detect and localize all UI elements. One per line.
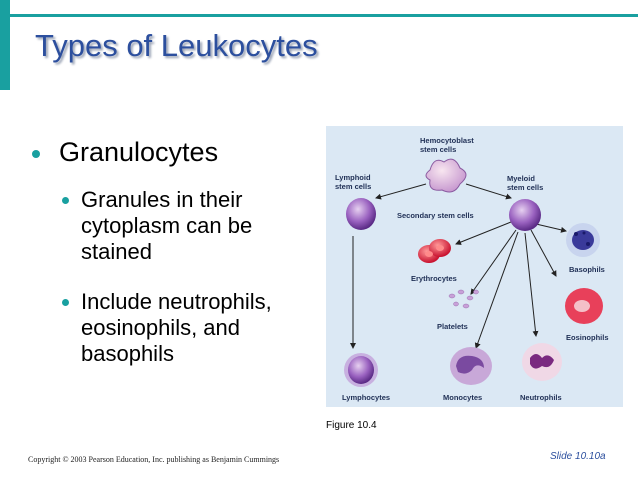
hemocytoblast-cell (425, 158, 467, 193)
eosinophils-label: Eosinophils (566, 333, 609, 342)
lymphoid-stem-cell (346, 198, 376, 230)
sub-bullet-text: Include neutrophils, eosinophils, and ba… (81, 289, 272, 366)
secondary-stem-cells-label: Secondary stem cells (397, 211, 474, 220)
eosinophil-cell (565, 288, 603, 324)
bullet-text: Granulocytes (59, 137, 219, 167)
basophils-label: Basophils (569, 265, 605, 274)
left-accent-bar (0, 0, 10, 90)
leukocyte-figure: Hemocytoblast stem cells Lymphoid stem c… (326, 126, 623, 407)
leukocyte-diagram: Hemocytoblast stem cells Lymphoid stem c… (335, 136, 609, 402)
top-accent-line (10, 14, 638, 17)
myeloid-stem-cell (509, 199, 541, 231)
sub-bullet-dot (62, 299, 69, 306)
figure-caption: Figure 10.4 (326, 420, 377, 431)
hemocytoblast-label-2: stem cells (420, 145, 456, 154)
erythrocytes-label: Erythrocytes (411, 274, 457, 283)
neutrophil-cell (522, 343, 562, 381)
lymphocyte-cell (344, 353, 378, 387)
hemocytoblast-label: Hemocytoblast (420, 136, 474, 145)
slide-number: Slide 10.10a (550, 451, 606, 462)
lymphoid-label-2: stem cells (335, 182, 371, 191)
monocytes-label: Monocytes (443, 393, 482, 402)
slide-title: Types of Leukocytes (35, 28, 318, 63)
diagram-arrows (350, 183, 567, 349)
myeloid-label: Myeloid (507, 174, 535, 183)
erythrocyte-cells (418, 239, 451, 263)
myeloid-label-2: stem cells (507, 183, 543, 192)
basophil-cell (566, 223, 600, 257)
platelet-cells (448, 289, 479, 309)
sub-bullet-text: Granules in their cytoplasm can be stain… (81, 187, 253, 264)
sub-bullet-dot (62, 197, 69, 204)
lymphocytes-label: Lymphocytes (342, 393, 390, 402)
lymphoid-label: Lymphoid (335, 173, 371, 182)
platelets-label: Platelets (437, 322, 468, 331)
monocyte-cell (450, 347, 492, 385)
bullet-dot (32, 150, 40, 158)
copyright-notice: Copyright © 2003 Pearson Education, Inc.… (28, 455, 280, 464)
neutrophils-label: Neutrophils (520, 393, 562, 402)
